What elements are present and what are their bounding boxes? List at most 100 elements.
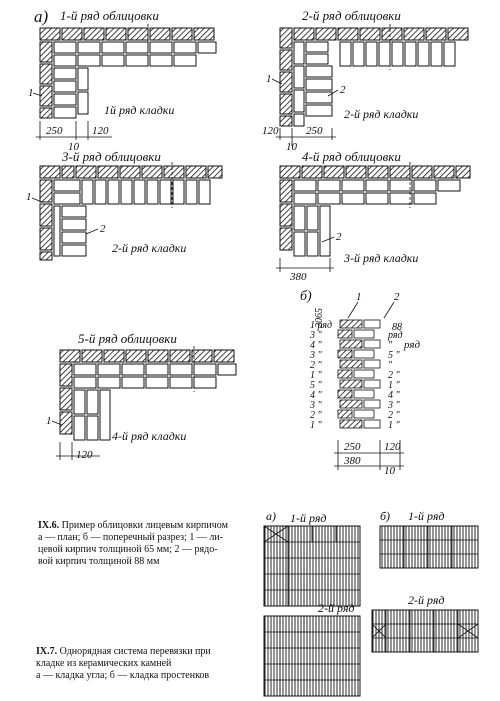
section-facing-course [339,339,363,349]
caption-ix6-line2: а — план; б — поперечный разрез; 1 — ли- [38,532,224,543]
section-brick-course [363,319,381,329]
section-dim-120: 120 [384,441,401,453]
panel-1-dim-250: 250 [46,125,63,137]
panel-2-title: 2-й ряд облицовки [302,8,401,23]
panel-3-title: 3-й ряд облицовки [61,149,161,164]
section-brick-course [363,359,381,369]
section-right-row-label: 4 " [388,390,401,401]
section-left-row-label: 3 " [309,330,323,341]
section-brick-course [353,409,375,419]
panel-5-plan: 5-й ряд облицовки 1 4-й ряд кладки [46,331,237,461]
section-right-row-label: " [388,340,393,351]
panel-1-facing-bricks [39,27,215,119]
fig7a-row1-joints [263,525,360,606]
section-right-row-label: ряд [387,330,403,341]
caption-ix6-line4: вой кирпич толщиной 88 мм [38,556,160,567]
section-right-row-label: 5 " [388,350,401,361]
panel-5-facing-bricks [59,349,235,435]
caption-ix6: IX.6. Пример облицовки лицевым кирпичом … [38,520,248,568]
section-right-row-label: 1 " [388,380,401,391]
section-brick-course [363,339,381,349]
fig7b-row2-label: 2-й ряд [408,593,445,607]
section-brick-course [363,379,381,389]
section-marker-1: 1 [356,291,362,303]
panel-4-title: 4-й ряд облицовки [302,149,401,164]
caption-ix7-number: IX.7. [36,646,58,657]
caption-ix6-title: Пример облицовки лицевым кирпичом [61,520,228,531]
section-brick-course [353,369,375,379]
caption-ix7-title: Однорядная система перевязки при [59,646,211,657]
panel-1-dim-120: 120 [92,125,109,137]
section-left-row-label: 1 ряд [310,320,332,331]
panel-2-dim-120: 120 [262,125,279,137]
caption-ix7-line2: кладке из керамических камней [36,658,172,669]
panel-2-dim-250: 250 [306,125,323,137]
section-left-row-label: 4 " [310,390,323,401]
panel-3-marker-1: 1 [26,191,32,203]
section-facing-course [337,409,353,419]
panel-3-bricks [53,179,211,257]
section-brick-course [353,329,375,339]
panel-4-bricks [293,179,461,257]
section-left-row-label: 1 " [310,420,323,431]
section-dim-250: 250 [344,441,361,453]
section-right-row-label: 2 " [388,370,401,381]
panel-4-dim-380: 380 [289,271,307,283]
caption-ix7: IX.7. Однорядная система перевязки при к… [36,646,256,682]
panel-5-marker-1: 1 [46,415,52,427]
section-facing-course [337,329,353,339]
fig7b-row1-label: 1-й ряд [408,509,445,523]
panel-2-dim-10: 10 [286,141,298,153]
fig7b-row2-joints [371,610,479,652]
panel-5-row-label: 4-й ряд кладки [112,429,186,443]
panel-1-marker-1: 1 [28,87,34,99]
section-left-row-label: 2 " [310,410,323,421]
caption-ix6-line3: цевой кирпич толщиной 65 мм; 2 — рядо- [38,544,218,555]
section-left-row-label: 4 " [310,340,323,351]
section-facing-course [339,399,363,409]
panel-1-dim-10: 10 [68,141,80,153]
section-facing-course [339,359,363,369]
panel-2-row-label: 2-й ряд кладки [344,107,418,121]
section-brick-course [363,419,381,429]
section-brick-course [363,399,381,409]
section-right-row-label: 1 " [388,420,401,431]
section-row-word: ряд [403,339,420,351]
figure-ix7-b: б) 1-й ряд 2-й ряд [371,509,479,653]
figure-ix7-a: а) 1-й ряд 2-й ряд [263,509,361,697]
panel-4-plan: 4-й ряд облицовки 2 3-й ряд кладки [276,149,471,283]
panel-2-bricks [293,41,456,127]
section-left-row-label: 5 " [310,380,323,391]
fig7-marker-a: а) [266,509,276,523]
panel-5-dim-120: 120 [76,449,93,461]
panel-4-facing-bricks [279,165,471,251]
panel-1-title: 1-й ряд облицовки [60,8,159,23]
panel-3-row-label: 2-й ряд кладки [112,241,186,255]
panel-2-marker-1: 1 [266,73,272,85]
fig7b-row1-joints [380,526,478,568]
section-facing-course [339,319,363,329]
panel-1-bricks [53,41,217,119]
panel-5-title: 5-й ряд облицовки [78,331,177,346]
panel-1-row-label: 1й ряд кладки [104,103,174,117]
panel-3-plan: 3-й ряд облицовки 1 2 2-й ряд клад [26,149,223,261]
panel-3-marker-2: 2 [100,223,106,235]
panel-2-facing-bricks [279,27,469,127]
panel-4-marker-2: 2 [336,231,342,243]
section-left-row-label: 3 " [309,400,323,411]
fig7a-row2-wall [263,615,361,697]
section-facing-course [339,379,363,389]
fig7-marker-b: б) [380,509,390,523]
panel-2-marker-2: 2 [340,84,346,96]
figure-b-marker: б) [300,289,312,304]
section-right-row-label: 2 " [388,410,401,421]
section-left-row-label: 2 " [310,360,323,371]
section-left-row-label: 3 " [309,350,323,361]
section-left-row-label: 1 " [310,370,323,381]
section-facing-course [337,349,353,359]
section-brick-course [353,349,375,359]
fig7a-row2-label: 2-й ряд [318,601,355,615]
